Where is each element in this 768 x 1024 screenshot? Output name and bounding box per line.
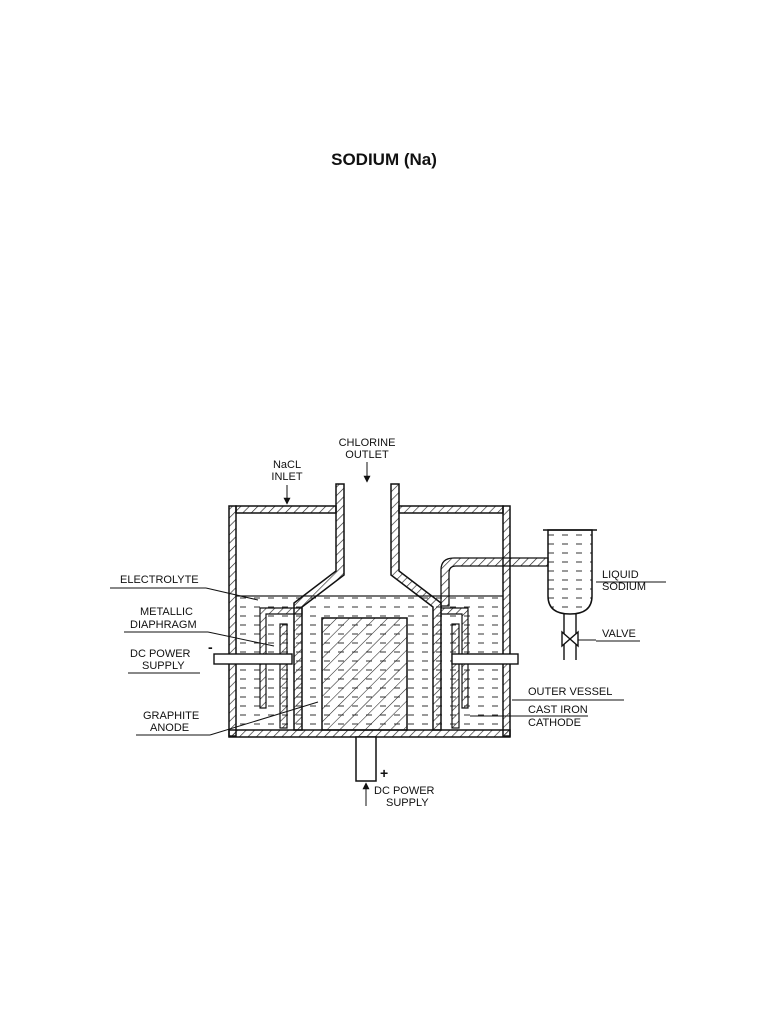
label-dc-power-bottom-1: DC POWER — [374, 785, 435, 797]
label-chlorine-outlet-2: OUTLET — [345, 449, 389, 461]
label-graphite: GRAPHITE — [143, 710, 199, 722]
label-nacl-inlet-1: NaCL — [273, 459, 301, 471]
label-dc-power-left-1: DC POWER — [130, 648, 191, 660]
label-valve: VALVE — [602, 628, 636, 640]
label-liquid: LIQUID — [602, 569, 639, 581]
page-title: SODIUM (Na) — [331, 150, 437, 169]
label-outer-vessel: OUTER VESSEL — [528, 686, 612, 698]
anode-terminal — [355, 736, 377, 782]
graphite-anode — [321, 617, 408, 731]
chlorine-hood — [293, 483, 442, 731]
minus-sign: - — [208, 639, 213, 655]
dc-power-bar-right — [451, 653, 519, 665]
label-cast-iron: CAST IRON — [528, 704, 588, 716]
label-anode: ANODE — [150, 722, 189, 734]
label-dc-power-left-2: SUPPLY — [142, 660, 185, 672]
dc-power-bar-left — [213, 653, 293, 665]
label-nacl-inlet-2: INLET — [271, 471, 302, 483]
plus-sign: + — [380, 765, 388, 781]
label-electrolyte: ELECTROLYTE — [120, 574, 199, 586]
label-sodium: SODIUM — [602, 581, 646, 593]
metallic-diaphragm — [259, 607, 303, 729]
label-metallic: METALLIC — [140, 606, 193, 618]
label-chlorine-outlet-1: CHLORINE — [339, 437, 396, 449]
label-diaphragm: DIAPHRAGM — [130, 619, 197, 631]
label-dc-power-bottom-2: SUPPLY — [386, 797, 429, 809]
label-cathode: CATHODE — [528, 717, 581, 729]
valve-icon — [561, 630, 579, 648]
